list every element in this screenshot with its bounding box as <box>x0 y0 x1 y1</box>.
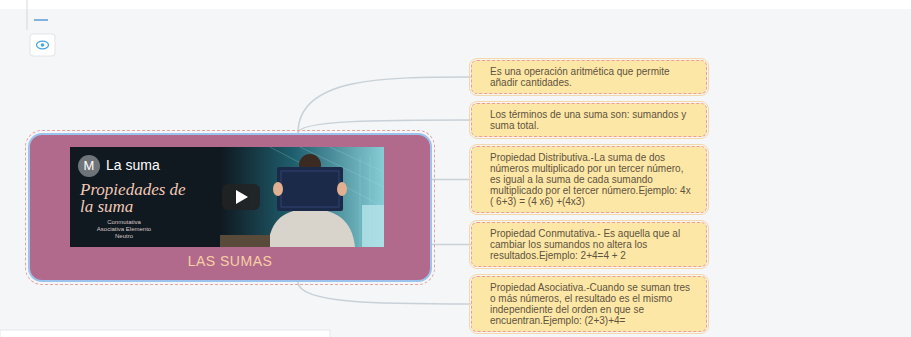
thumb-backdrop <box>220 147 384 247</box>
right-hand <box>337 182 347 196</box>
held-book <box>277 167 343 211</box>
idea-box: Propiedad Distributiva.-La suma de dos n… <box>471 146 707 213</box>
branch-line <box>432 244 471 246</box>
central-topic: LAS SUMAS MLa sumaPropiedades de la s <box>28 133 432 282</box>
play-triangle <box>236 190 248 204</box>
eye-pupil <box>41 43 45 47</box>
zoom-out-icon <box>34 19 48 21</box>
branch-line <box>298 282 471 304</box>
thumbnail-text: M <box>78 158 100 174</box>
idea-text: Propiedad Distributiva.-La suma de dos n… <box>490 152 692 207</box>
eye-icon <box>37 41 49 49</box>
idea-box: Propiedad Asociativa.-Cuando se suman tr… <box>471 276 707 332</box>
idea-box: Los términos de una suma son: sumandos y… <box>471 103 707 137</box>
person-shirt <box>268 209 355 247</box>
thumbnail-text: La suma <box>106 157 160 174</box>
left-hand <box>273 182 283 196</box>
idea-text: Propiedad Conmutativa.- Es aquella que a… <box>490 228 692 261</box>
toolbar-edge <box>27 0 28 30</box>
idea-box: Propiedad Conmutativa.- Es aquella que a… <box>471 222 707 267</box>
branch-line <box>298 77 471 133</box>
channel-avatar <box>78 155 100 177</box>
top-strip <box>0 0 911 9</box>
thumbnail-text: Propiedades de la suma <box>80 181 198 215</box>
bottom-panel <box>0 330 330 337</box>
idea-text: Propiedad Asociativa.-Cuando se suman tr… <box>490 282 692 326</box>
idea-text: Es una operación aritmética que permite … <box>490 66 692 88</box>
book-cover <box>281 171 339 207</box>
branch-line <box>298 120 471 133</box>
video-thumbnail: M La sumaPropiedades de la sumaConmutativ… <box>70 147 384 247</box>
play-button <box>222 184 260 210</box>
branch-line <box>432 179 471 181</box>
idea-box: Es una operación aritmética que permite … <box>471 60 707 94</box>
topic-title: LAS SUMAS <box>30 253 430 269</box>
backdrop-panel <box>362 205 384 247</box>
thumb-ground <box>70 147 384 247</box>
idea-text: Los términos de una suma son: sumandos y… <box>490 109 692 131</box>
thumbnail-text: Conmutativa Asociativa Elemento Neutro <box>94 219 154 240</box>
view-button <box>30 34 55 56</box>
desk <box>220 235 270 247</box>
